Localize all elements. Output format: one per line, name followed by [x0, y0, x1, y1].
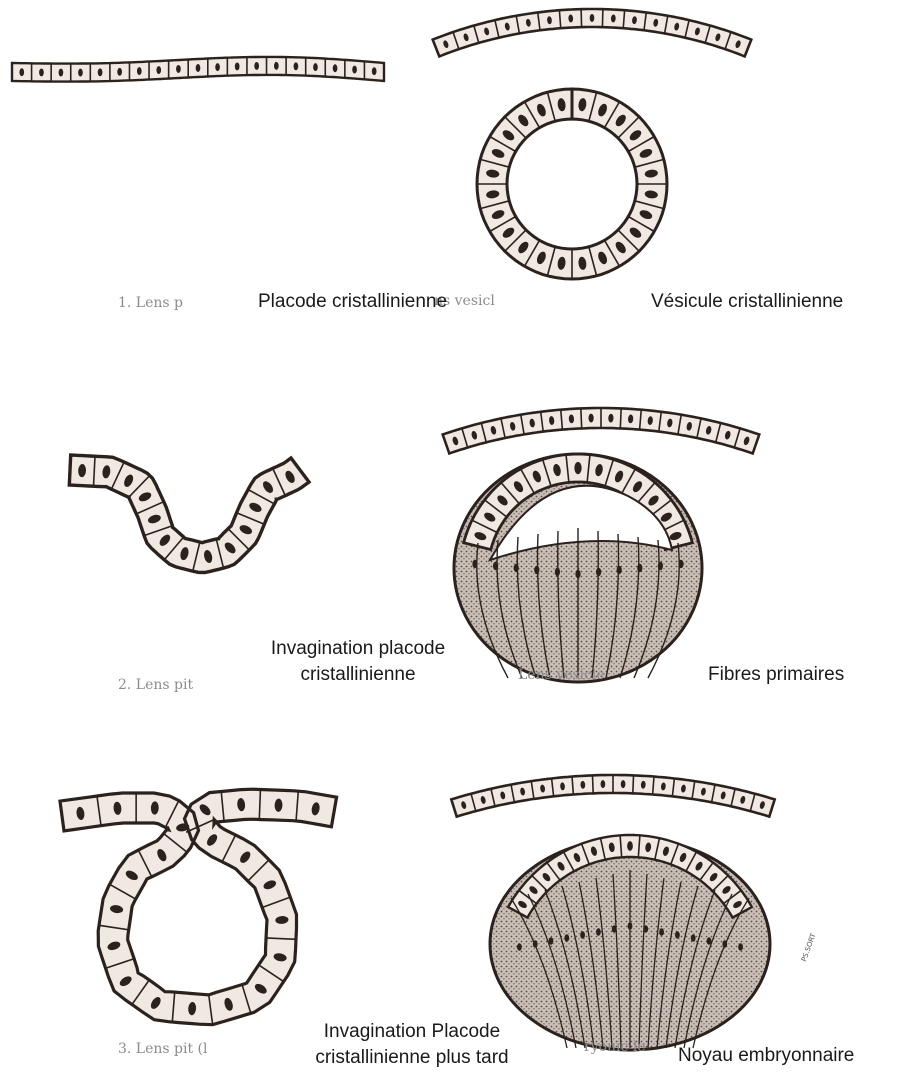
fibre-nucleus: [691, 934, 696, 942]
cell-nucleus: [19, 68, 24, 76]
fibre-nucleus: [575, 570, 580, 578]
cell-nucleus: [254, 62, 259, 70]
fibre-nucleus: [580, 931, 585, 939]
lens-pit-drawing: [69, 455, 309, 573]
cell-nucleus: [137, 67, 142, 75]
cell-nucleus: [352, 66, 357, 74]
cell-nucleus: [235, 62, 240, 70]
original-caption-3b: ryonic le: [584, 1038, 646, 1056]
original-caption-2b: Lens vesicle: [518, 666, 605, 684]
fibre-nucleus: [738, 943, 743, 951]
label-late-pit-line-1: Invagination Placode: [262, 1019, 562, 1045]
fibre-nucleus: [617, 566, 622, 574]
label-placode: Placode cristallinienne: [258, 289, 447, 315]
fibre-nucleus: [628, 922, 633, 930]
late-lens-pit-drawing: [60, 789, 337, 1024]
cell-wall: [620, 408, 621, 428]
fibre-nucleus: [637, 564, 642, 572]
label-pit-line-2: cristallinienne: [238, 662, 478, 688]
cell-nucleus: [196, 64, 201, 72]
cell-nucleus: [294, 62, 299, 70]
label-pit-line-1: Invagination placode: [238, 636, 478, 662]
cell-nucleus: [590, 14, 595, 22]
fibre-nucleus: [555, 568, 560, 576]
label-vesicle: Vésicule cristallinienne: [651, 289, 843, 315]
cell-wall: [581, 408, 582, 428]
cell-nucleus: [333, 64, 338, 72]
fibre-nucleus: [675, 931, 680, 939]
cell-nucleus: [59, 69, 64, 77]
fibre-nucleus: [517, 943, 522, 951]
cell-wall: [592, 775, 593, 793]
fibre-nucleus: [658, 562, 663, 570]
cell-nucleus: [313, 63, 318, 71]
label-embryonic-nucleus: Noyau embryonnaire: [678, 1043, 854, 1069]
cell-nucleus: [39, 68, 44, 76]
original-caption-2a: 2. Lens pit: [118, 676, 193, 694]
fibre-nucleus: [643, 925, 648, 933]
fibre-nucleus: [659, 928, 664, 936]
fibre-nucleus: [514, 564, 519, 572]
cell-nucleus: [117, 68, 122, 76]
cell-nucleus: [274, 62, 279, 70]
fibre-nucleus: [549, 937, 554, 945]
cell-nucleus: [176, 65, 181, 73]
fibre-nucleus: [533, 940, 538, 948]
label-late-pit-line-2: cristallinienne plus tard: [262, 1045, 562, 1071]
placode-drawing: [12, 57, 384, 82]
cell-nucleus: [78, 69, 83, 77]
cell-nucleus: [156, 66, 161, 74]
embryonic-nucleus-drawing: [451, 775, 774, 1050]
fibre-nucleus: [596, 568, 601, 576]
fibre-nucleus: [534, 566, 539, 574]
cell-nucleus: [98, 68, 103, 76]
fibre-nucleus: [472, 560, 477, 568]
fibre-nucleus: [493, 562, 498, 570]
label-late-pit: Invagination Placode cristallinienne plu…: [262, 1019, 562, 1071]
label-pit: Invagination placode cristallinienne: [238, 636, 478, 688]
cell-wall: [633, 775, 634, 793]
cell-nucleus: [215, 63, 220, 71]
cell-nucleus: [627, 841, 633, 851]
label-primary-fibres: Fibres primaires: [708, 662, 844, 688]
cell-nucleus: [574, 462, 581, 474]
original-caption-3a: 3. Lens pit (l: [118, 1040, 208, 1058]
cell-nucleus: [372, 67, 377, 75]
lens-vesicle-drawing: [433, 9, 752, 279]
primary-fibres-drawing: [443, 408, 760, 682]
original-caption-1a: 1. Lens p: [118, 294, 183, 312]
fibre-nucleus: [564, 934, 569, 942]
fibre-nucleus: [596, 928, 601, 936]
fibre-nucleus: [612, 925, 617, 933]
fibre-nucleus: [678, 560, 683, 568]
